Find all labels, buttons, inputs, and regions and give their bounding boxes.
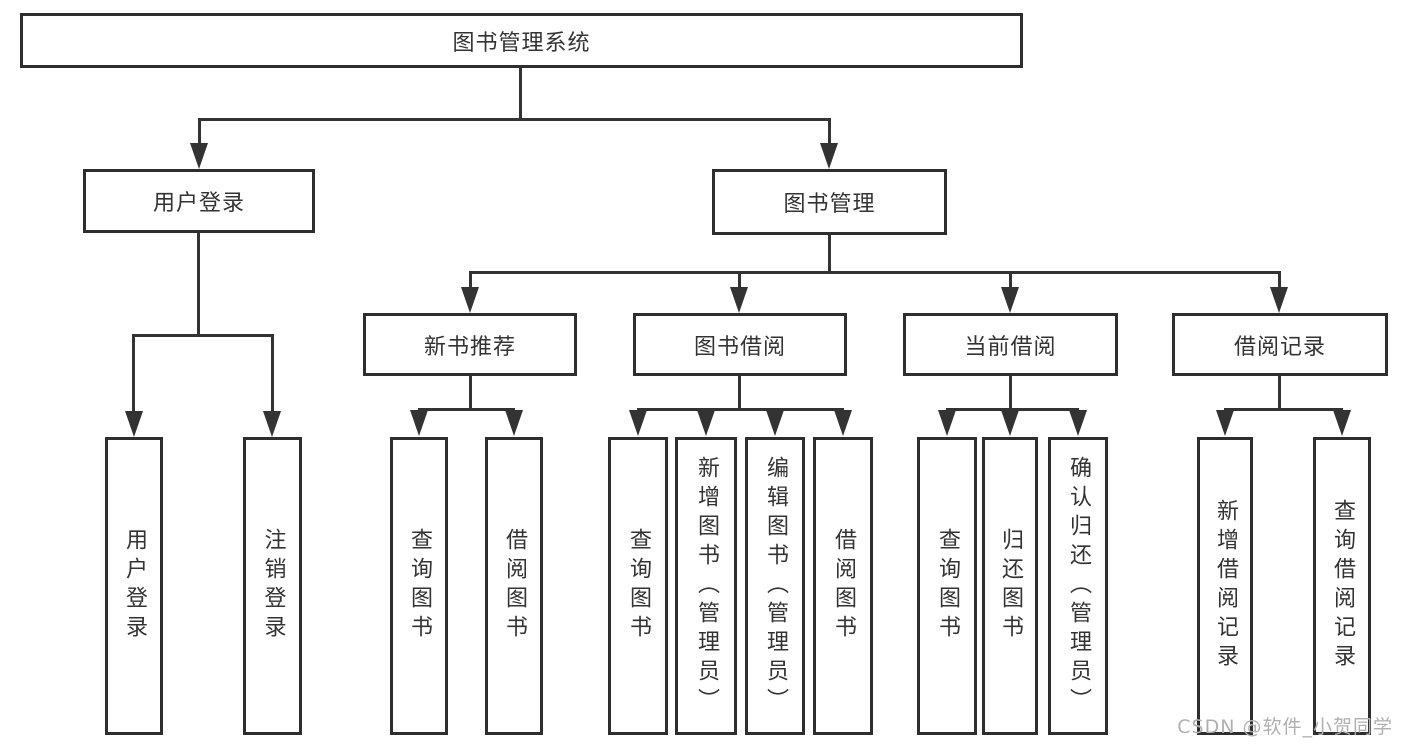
connector-borrowing-bar xyxy=(637,408,844,411)
arrow-down-icon xyxy=(263,411,281,437)
arrow-down-icon xyxy=(505,410,523,436)
node-leaf-return-books: 归还图书 xyxy=(982,437,1038,735)
node-current-borrowing: 当前借阅 xyxy=(903,313,1118,376)
connector-borrowing-stem xyxy=(738,376,741,410)
connector-book-mgmt-stem xyxy=(828,235,831,273)
leaf-label: 确认归还（管理员） xyxy=(1066,455,1091,717)
node-leaf-edit-books-admin: 编辑图书（管理员） xyxy=(745,437,805,735)
node-user-login: 用户登录 xyxy=(83,169,315,233)
connector-book-mgmt-bar xyxy=(469,271,1280,274)
connector-drop-level3 xyxy=(738,271,741,289)
arrow-down-icon xyxy=(461,287,479,313)
node-leaf-confirm-return-admin: 确认归还（管理员） xyxy=(1048,437,1108,735)
arrow-down-icon xyxy=(190,143,208,169)
connector-drop-level3 xyxy=(1278,271,1281,289)
leaf-label: 查询借阅记录 xyxy=(1330,499,1355,673)
arrow-down-icon xyxy=(1001,287,1019,313)
connector-drop-level3 xyxy=(469,271,472,289)
arrow-down-icon xyxy=(697,410,715,436)
connector-drop-book-mgmt xyxy=(828,118,831,145)
connector-drop-leaf xyxy=(132,334,135,413)
node-user-login-label: 用户登录 xyxy=(152,191,245,216)
connector-drop-user-login xyxy=(198,118,201,145)
connector-user-login-stem xyxy=(197,233,200,336)
node-root-label: 图书管理系统 xyxy=(452,30,591,56)
leaf-label: 编辑图书（管理员） xyxy=(763,455,788,717)
node-leaf-borrow-books-recommend: 借阅图书 xyxy=(485,437,543,735)
leaf-label: 新增借阅记录 xyxy=(1213,499,1238,673)
connector-user-login-bar xyxy=(134,334,274,337)
node-root-library-system: 图书管理系统 xyxy=(20,13,1023,68)
node-leaf-query-books-borrowing: 查询图书 xyxy=(608,437,668,735)
connector-current-stem xyxy=(1009,376,1012,410)
node-leaf-query-borrow-record: 查询借阅记录 xyxy=(1313,437,1371,735)
node-borrowing-records: 借阅记录 xyxy=(1172,313,1388,376)
connector-recommend-bar xyxy=(418,408,515,411)
connector-recommend-stem xyxy=(469,376,472,410)
arrow-down-icon xyxy=(1001,410,1019,436)
arrow-down-icon xyxy=(766,410,784,436)
connector-root-bar xyxy=(198,118,831,121)
arrow-down-icon xyxy=(820,143,838,169)
arrow-down-icon xyxy=(1216,410,1234,436)
connector-records-stem xyxy=(1278,376,1281,410)
node-new-book-recommendation: 新书推荐 xyxy=(363,313,577,376)
node-borrowing-records-label: 借阅记录 xyxy=(1233,334,1326,360)
node-leaf-query-books-recommend: 查询图书 xyxy=(390,437,448,735)
connector-drop-level3 xyxy=(1009,271,1012,289)
node-new-book-recommendation-label: 新书推荐 xyxy=(423,334,516,360)
leaf-label: 查询图书 xyxy=(935,528,960,644)
connector-current-bar xyxy=(946,408,1079,411)
node-current-borrowing-label: 当前借阅 xyxy=(964,334,1057,360)
node-book-borrowing: 图书借阅 xyxy=(633,313,847,376)
node-book-borrowing-label: 图书借阅 xyxy=(693,334,786,360)
leaf-label: 查询图书 xyxy=(407,528,432,644)
leaf-label: 新增图书（管理员） xyxy=(694,455,719,717)
leaf-label: 用户登录 xyxy=(122,528,147,644)
node-book-management: 图书管理 xyxy=(712,169,947,235)
leaf-label: 归还图书 xyxy=(998,528,1023,644)
node-leaf-add-books-admin: 新增图书（管理员） xyxy=(675,437,737,735)
arrow-down-icon xyxy=(834,410,852,436)
node-leaf-query-books-current: 查询图书 xyxy=(917,437,977,735)
arrow-down-icon xyxy=(1333,410,1351,436)
connector-drop-leaf xyxy=(271,334,274,413)
arrow-down-icon xyxy=(125,411,143,437)
leaf-label: 注销登录 xyxy=(260,528,286,644)
arrow-down-icon xyxy=(410,410,428,436)
connector-records-bar xyxy=(1224,408,1343,411)
node-book-management-label: 图书管理 xyxy=(783,192,876,217)
node-leaf-logout: 注销登录 xyxy=(243,437,302,735)
arrow-down-icon xyxy=(938,410,956,436)
connector-root-stem xyxy=(519,68,522,119)
arrow-down-icon xyxy=(1069,410,1087,436)
arrow-down-icon xyxy=(1270,287,1288,313)
node-leaf-borrow-books: 借阅图书 xyxy=(813,437,873,735)
arrow-down-icon xyxy=(629,410,647,436)
leaf-label: 借阅图书 xyxy=(502,528,527,644)
arrow-down-icon xyxy=(730,287,748,313)
node-leaf-user-login: 用户登录 xyxy=(105,437,163,735)
leaf-label: 借阅图书 xyxy=(831,528,856,644)
leaf-label: 查询图书 xyxy=(626,528,651,644)
csdn-watermark: CSDN @软件_小贺同学 xyxy=(1177,716,1393,738)
node-leaf-add-borrow-record: 新增借阅记录 xyxy=(1197,437,1253,735)
